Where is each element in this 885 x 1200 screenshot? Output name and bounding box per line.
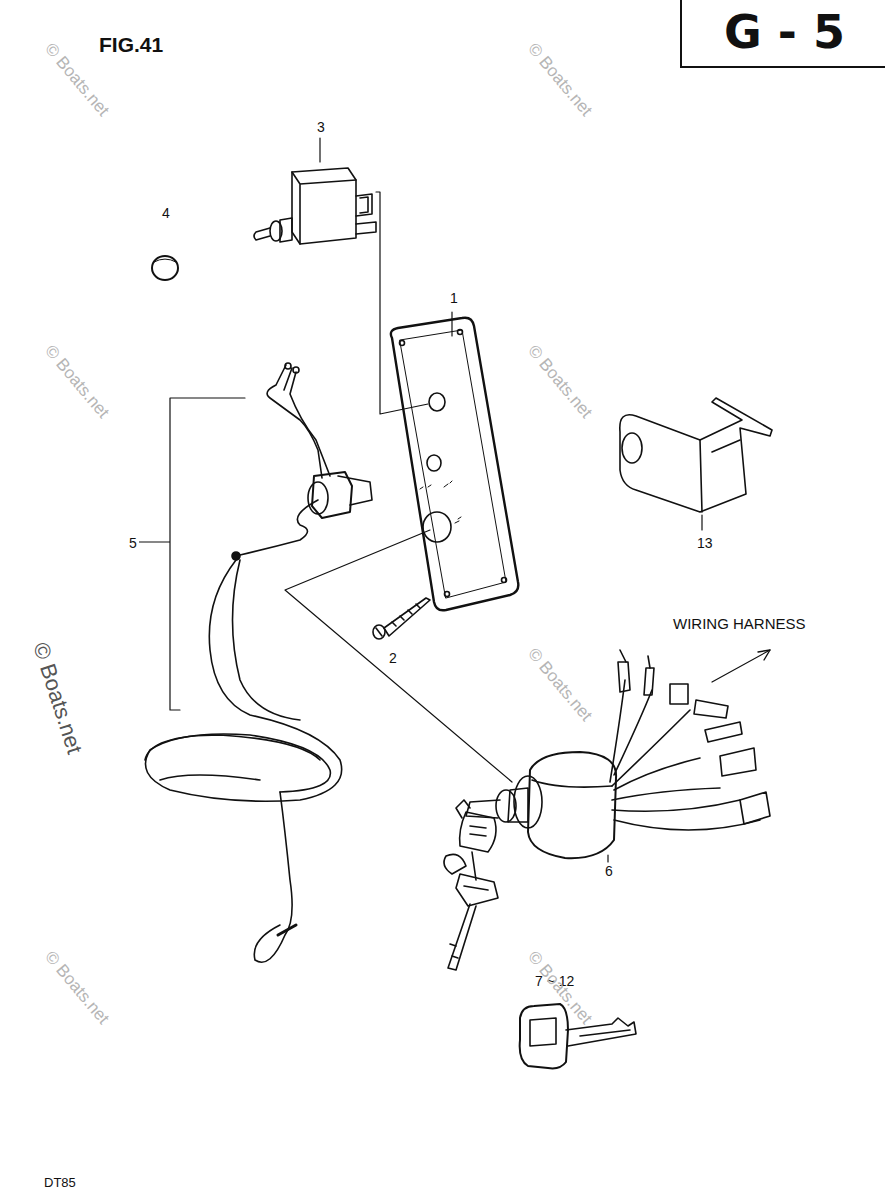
watermark: © Boats.net (42, 948, 112, 1027)
leader-line (701, 515, 702, 530)
leader-line (285, 530, 512, 782)
model-code: DT85 (42, 1175, 78, 1190)
mount-bracket (620, 398, 772, 512)
ignition-switch (444, 650, 770, 970)
screw (373, 598, 430, 639)
watermark: © Boats.net (42, 342, 112, 421)
leader-line (130, 398, 245, 710)
callout-number: 2 (387, 650, 399, 666)
leader-line (319, 138, 320, 162)
toggle-switch (254, 168, 376, 244)
harness-arrow (712, 650, 770, 682)
stop-switch (145, 363, 372, 962)
part-name: WIRING HARNESS (671, 615, 808, 632)
page-code-box: G - 5 (680, 0, 885, 68)
leader-line (376, 192, 428, 414)
leader-line (451, 312, 452, 336)
watermark: © Boats.net (525, 342, 595, 421)
watermark: © Boats.net (525, 645, 595, 724)
panel-plate (391, 318, 518, 611)
watermark: © Boats.net (525, 40, 595, 119)
callout-number: 6 (603, 863, 615, 879)
page-code: G - 5 (724, 9, 845, 55)
callout-number: 3 (315, 119, 327, 135)
callout-number: 5 (127, 535, 139, 551)
callout-number: 13 (695, 535, 715, 551)
leader-line (607, 855, 608, 862)
callout-number: 1 (448, 290, 460, 306)
callout-number: 4 (160, 205, 172, 221)
figure-number: FIG.41 (97, 33, 165, 56)
watermark: © Boats.net (29, 640, 86, 756)
cap (152, 256, 178, 280)
